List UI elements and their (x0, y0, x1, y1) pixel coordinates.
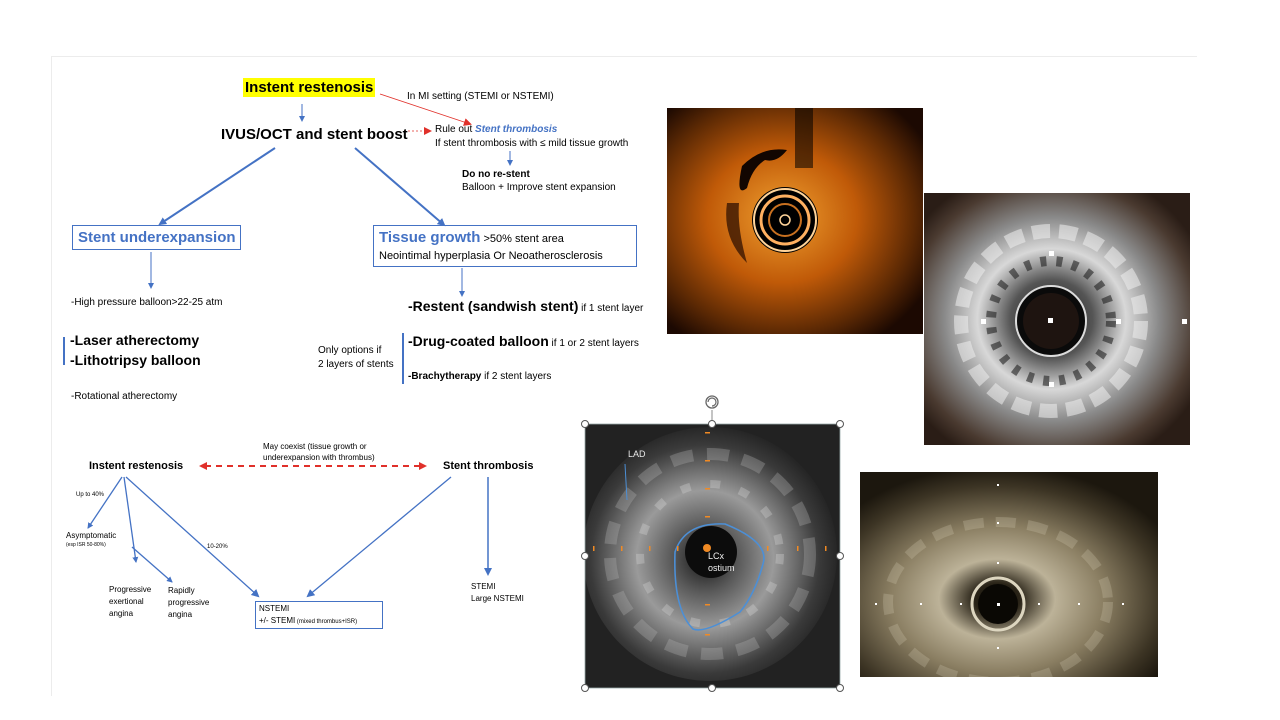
lcx-label: LCx (708, 551, 725, 561)
restent-option: -Restent (sandwish stent) if 1 stent lay… (408, 298, 644, 314)
esp-isr-label: (esp ISR 50-80%) (66, 542, 106, 548)
stemi-label: STEMI (471, 582, 496, 591)
underexpansion-label: Stent underexpansion (78, 229, 236, 246)
rule-out-line: Rule out Stent thrombosis (435, 124, 558, 135)
rule-out-em: Stent thrombosis (475, 124, 558, 135)
oct-image-drawing (667, 108, 923, 334)
neointimal-line: Neointimal hyperplasia Or Neoatheroscler… (379, 250, 603, 262)
if-thrombosis-line: If stent thrombosis with ≤ mild tissue g… (435, 138, 629, 149)
arrow-isr-to-nstemi (125, 476, 260, 598)
rapid-line3: angina (168, 610, 193, 619)
ivus-sepia-drawing (860, 472, 1158, 677)
rotational-atherectomy: -Rotational atherectomy (71, 391, 178, 402)
progressive-line3: angina (109, 609, 134, 618)
progressive-line2: exertional (109, 597, 144, 606)
resize-handles[interactable] (581, 420, 844, 692)
dcb-option: -Drug-coated balloon if 1 or 2 stent lay… (408, 333, 639, 349)
bottom-flow-arrows (87, 462, 492, 598)
nstemi-label: NSTEMI (259, 604, 290, 613)
lithotripsy-balloon: -Lithotripsy balloon (70, 352, 201, 368)
arrow-ivus-to-underexpansion (158, 147, 276, 226)
rotate-handle-icon[interactable] (705, 395, 719, 409)
underexpansion-box: Stent underexpansion (72, 225, 241, 250)
image-selection-frame[interactable] (578, 390, 848, 696)
up-to-40-label: Up to 40% (76, 492, 105, 498)
tissue-growth-line: Tissue growth >50% stent area (379, 229, 564, 246)
rapid-line2: progressive (168, 598, 210, 607)
lower-stent-thrombosis: Stent thrombosis (443, 460, 534, 472)
ivus-grayscale-drawing (924, 193, 1190, 445)
ten-twenty-label: 10-20% (207, 544, 228, 550)
arrow-thrombosis-to-nstemi (306, 476, 452, 598)
slide-edge-left (51, 56, 52, 696)
lower-instent-restenosis: Instent restenosis (89, 460, 184, 472)
arrow-isr-to-rapid (131, 546, 173, 583)
asymptomatic-label: Asymptomatic (66, 531, 117, 540)
laser-atherectomy: -Laser atherectomy (70, 332, 200, 348)
oct-image (667, 108, 923, 334)
brachytherapy-option: -Brachytherapy if 2 stent layers (408, 371, 552, 382)
arrow-ivus-to-tissue (354, 147, 446, 227)
progressive-line1: Progressive (109, 585, 152, 594)
mi-setting-note: In MI setting (STEMI or NSTEMI) (407, 91, 554, 102)
stemi-mixed-line: +/- STEMI (mixed thrombus+ISR) (259, 616, 358, 625)
title-instent-restenosis: Instent restenosis (243, 78, 376, 97)
ivus-grayscale-image (924, 193, 1190, 445)
slide-edge-top (52, 56, 1197, 57)
only-options-line1: Only options if (318, 345, 382, 356)
ivus-sepia-image (860, 472, 1158, 677)
may-coexist-line2: underexpansion with thrombus) (263, 453, 375, 462)
high-pressure-balloon: -High pressure balloon>22-25 atm (71, 297, 223, 308)
nstemi-box: NSTEMI +/- STEMI (mixed thrombus+ISR) (255, 601, 383, 629)
arrow-isr-to-progressive (123, 476, 139, 563)
tissue-growth-box: Tissue growth >50% stent area Neointimal… (373, 225, 637, 267)
ivus-annotated-drawing (585, 424, 840, 688)
only-options-line2: 2 layers of stents (318, 359, 394, 370)
top-flow-arrows (63, 93, 513, 384)
may-coexist-line1: May coexist (tissue growth or (263, 442, 367, 451)
lad-label: LAD (628, 449, 646, 459)
arrow-isr-to-asymptomatic (87, 476, 123, 529)
balloon-improve-line: Balloon + Improve stent expansion (462, 182, 616, 193)
ivus-annotated-image[interactable]: LAD LCx ostium (585, 424, 840, 688)
do-no-restent: Do no re-stent (462, 169, 530, 180)
ivus-oct-node: IVUS/OCT and stent boost (221, 126, 408, 143)
arrow-mi-to-ruleout (379, 93, 472, 126)
rapid-line1: Rapidly (168, 586, 195, 595)
large-nstemi-label: Large NSTEMI (471, 594, 524, 603)
ostium-label: ostium (708, 563, 735, 573)
